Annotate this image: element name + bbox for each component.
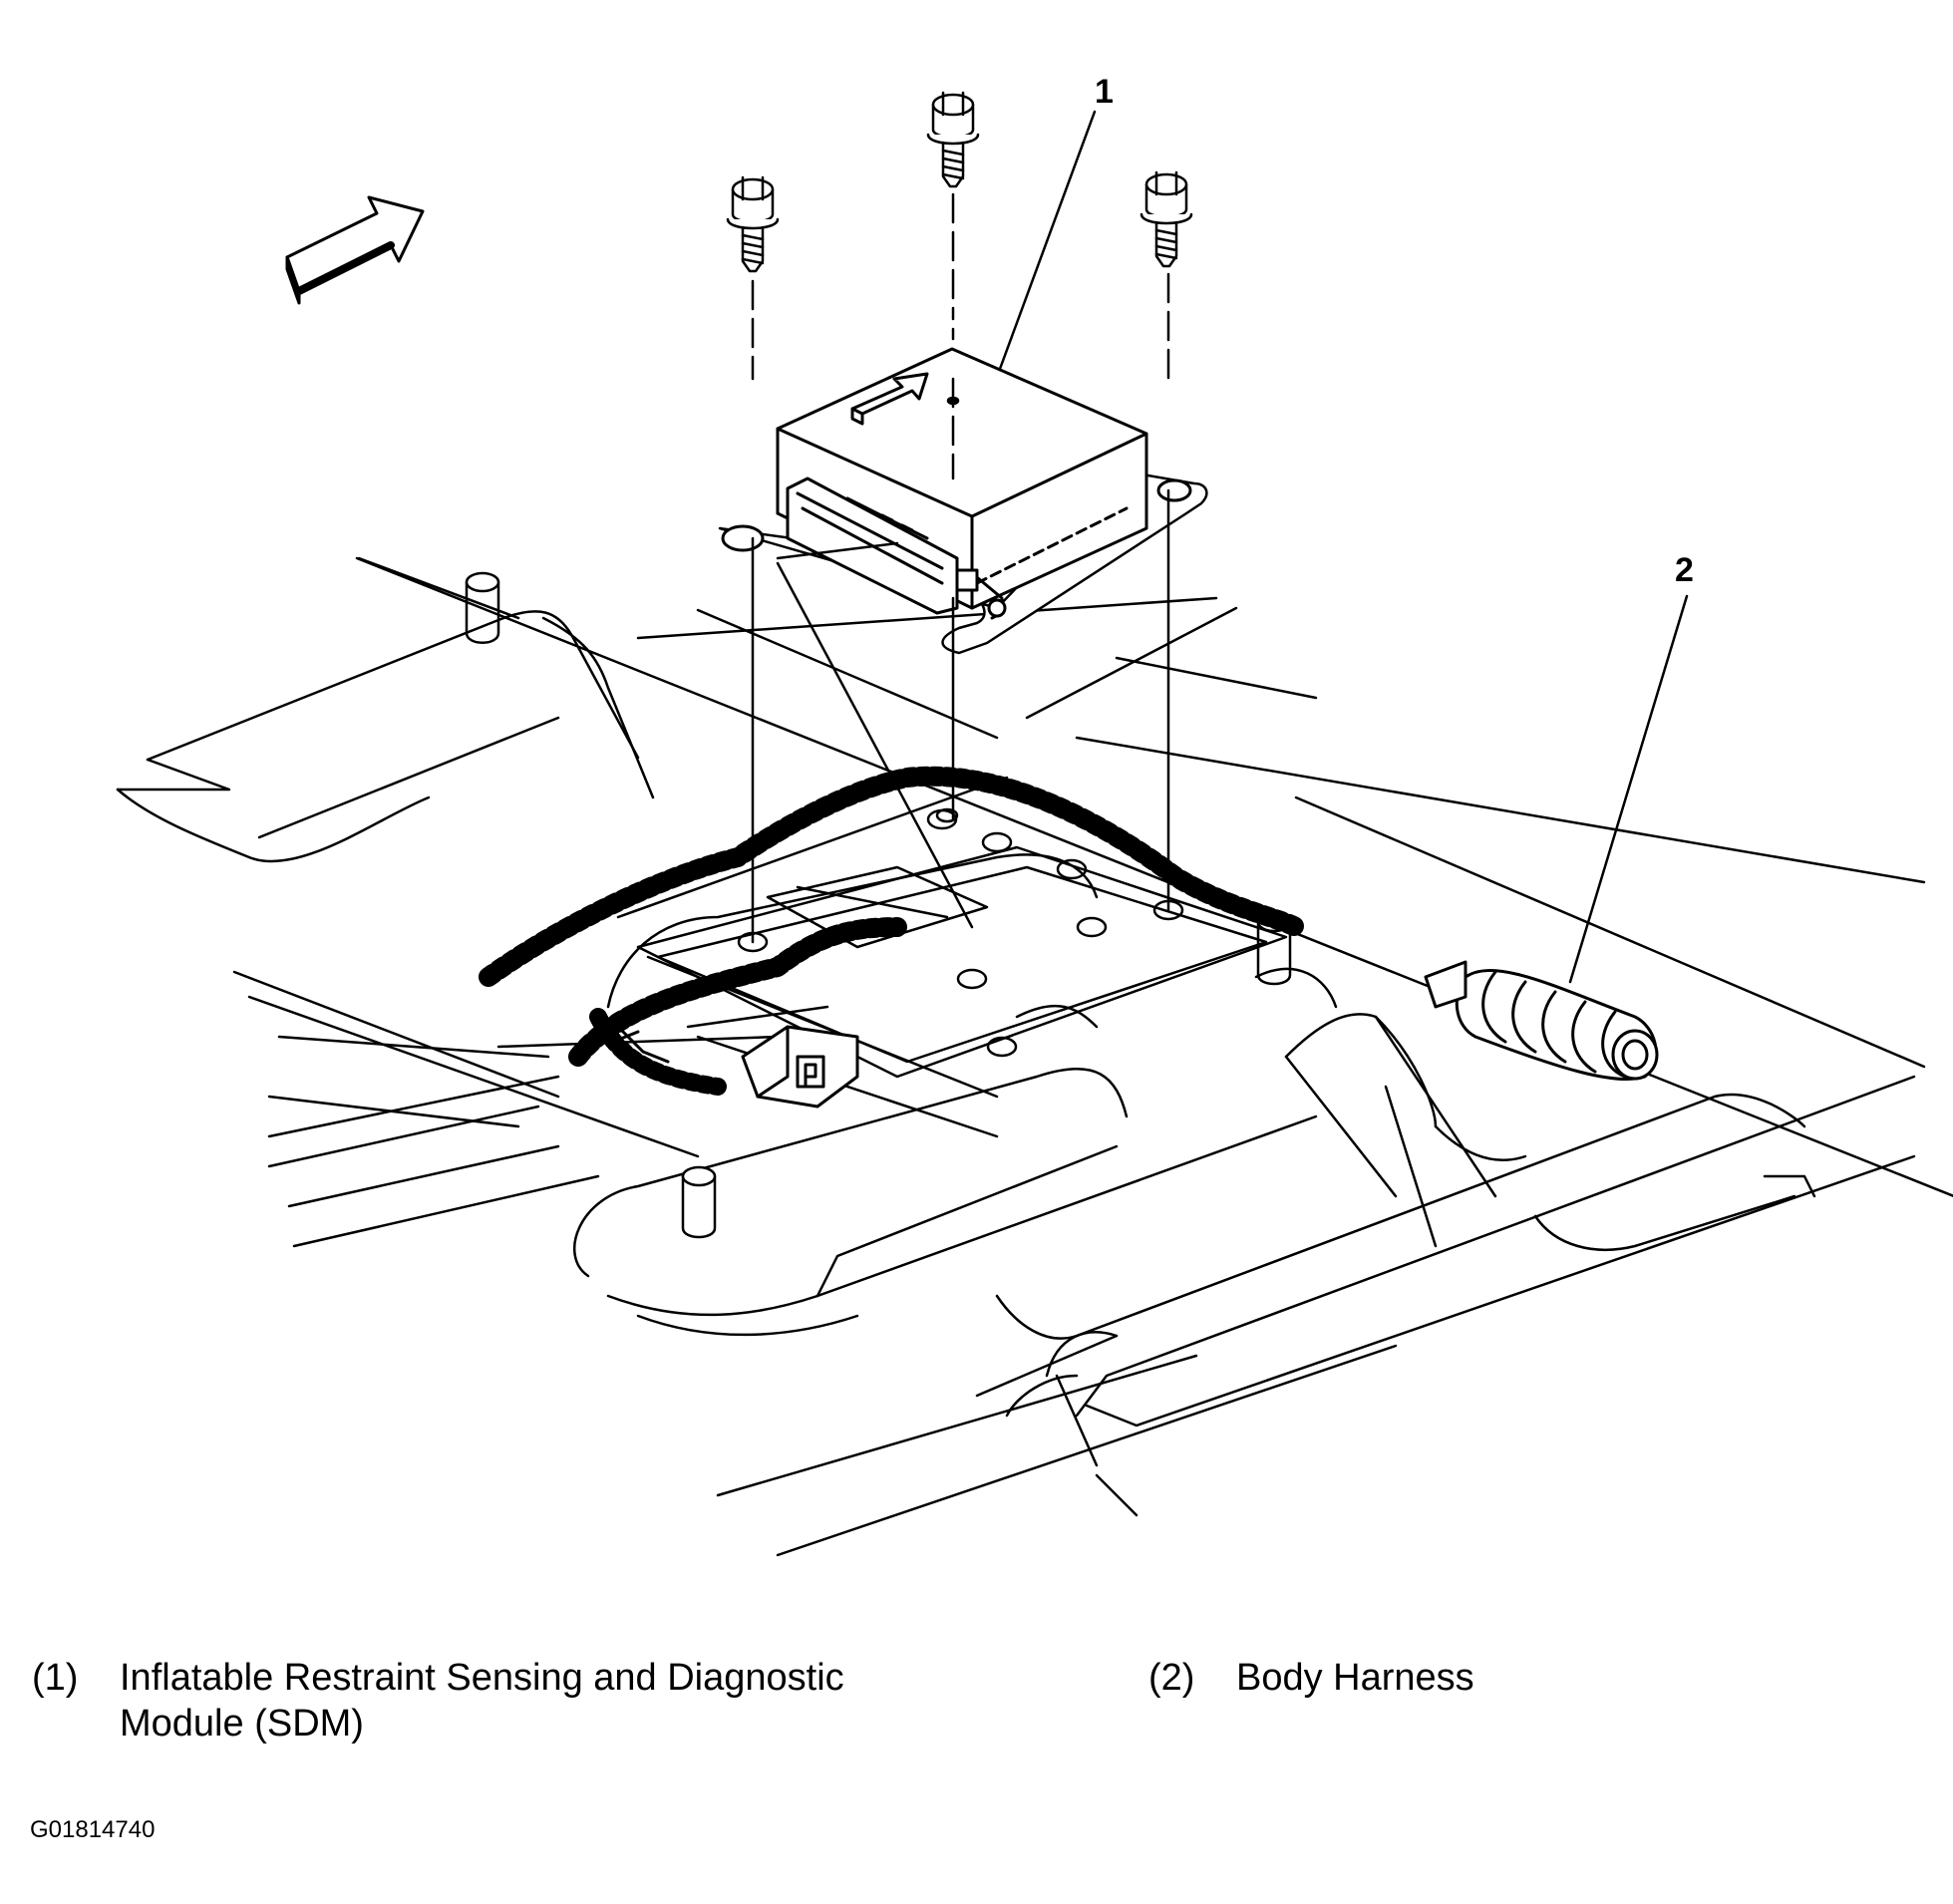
legend-number: (2) [1148, 1657, 1195, 1699]
front-direction-arrow-icon [285, 195, 425, 305]
bolt-icon [726, 91, 1193, 273]
callout-1: 1 [1095, 73, 1114, 111]
legend-text-continued: Module (SDM) [120, 1703, 364, 1745]
legend-text: Body Harness [1236, 1657, 1474, 1699]
wire-harness-icon [479, 766, 1306, 1109]
legend-text: Inflatable Restraint Sensing and Diagnos… [120, 1657, 844, 1699]
alignment-lines [751, 192, 1170, 944]
legend-item-2: (2) Body Harness [1148, 1655, 1747, 1715]
leader-lines [998, 110, 1689, 984]
floor-pan [116, 556, 1953, 1557]
legend-number: (1) [32, 1657, 79, 1699]
figure-id: G01814740 [30, 1816, 156, 1843]
callout-2: 2 [1675, 551, 1694, 589]
legend-item-1: (1) Inflatable Restraint Sensing and Dia… [32, 1655, 1029, 1754]
sdm-module-icon [718, 347, 1208, 655]
body-harness [1424, 960, 1659, 1082]
